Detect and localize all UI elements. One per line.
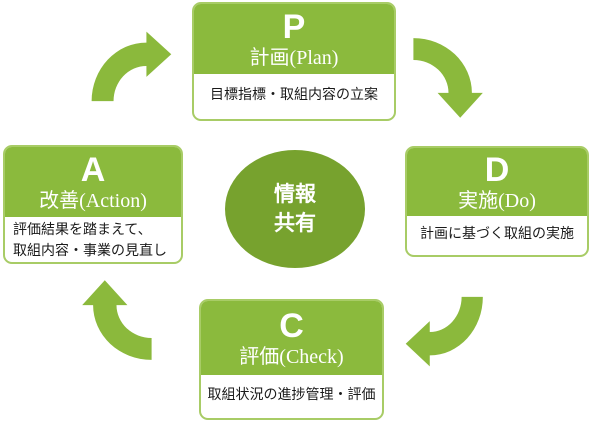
plan-description: 目標指標・取組内容の立案	[210, 86, 378, 102]
curved-arrow-icon-check-to-action	[82, 280, 152, 360]
action-box: A 改善(Action) 評価結果を踏まえて、 取組内容・事業の見直し	[3, 145, 183, 264]
do-letter: D	[484, 150, 510, 189]
curved-arrow-icon-plan-to-do	[413, 38, 483, 118]
curved-arrow-icon-do-to-check	[405, 296, 483, 367]
action-letter: A	[80, 150, 106, 189]
check-description: 取組状況の進捗管理・評価	[207, 386, 376, 402]
do-box: D 実施(Do) 計画に基づく取組の実施	[405, 146, 589, 257]
info-sharing-label: 情報 共有	[274, 182, 316, 235]
plan-letter: P	[282, 7, 306, 46]
action-description: 評価結果を踏まえて、 取組内容・事業の見直し	[13, 221, 167, 258]
plan-header: P 計画(Plan)	[194, 4, 394, 74]
check-letter: C	[279, 306, 304, 345]
do-title: 実施(Do)	[458, 190, 536, 213]
check-header: C 評価(Check)	[201, 301, 382, 375]
curved-arrow-icon-action-to-plan	[91, 31, 172, 102]
plan-title: 計画(Plan)	[249, 47, 339, 70]
check-title: 評価(Check)	[239, 346, 344, 369]
plan-box: P 計画(Plan) 目標指標・取組内容の立案	[192, 2, 396, 121]
action-header: A 改善(Action)	[5, 147, 181, 217]
action-title: 改善(Action)	[39, 190, 147, 213]
do-header: D 実施(Do)	[407, 148, 587, 216]
do-description: 計画に基づく取組の実施	[420, 225, 574, 241]
info-sharing-circle: 情報 共有	[225, 150, 365, 268]
check-box: C 評価(Check) 取組状況の進捗管理・評価	[199, 299, 384, 420]
